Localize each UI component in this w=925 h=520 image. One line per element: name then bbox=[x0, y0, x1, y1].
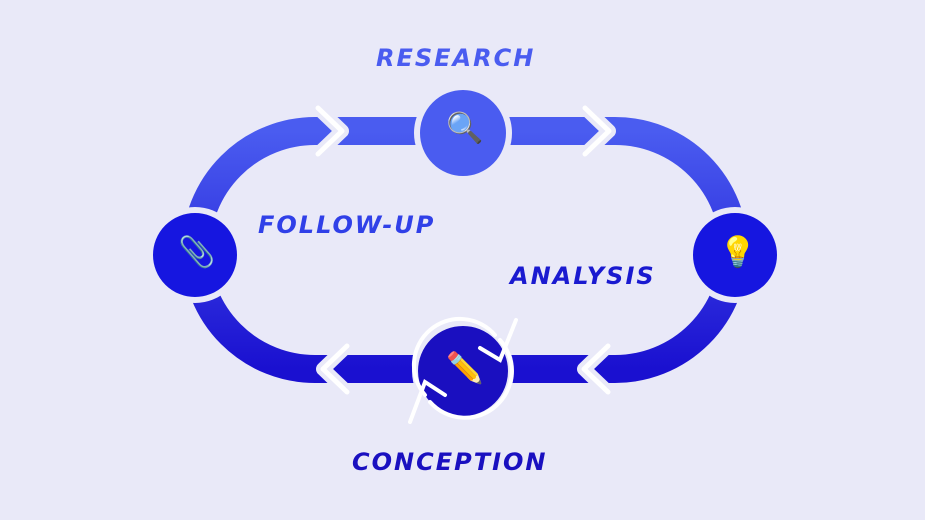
label-follow-up: FOLLOW-UP bbox=[258, 211, 436, 239]
pencil-icon: ✏️ bbox=[446, 351, 484, 386]
refresh-arrows-icon bbox=[408, 316, 518, 424]
research-node bbox=[414, 84, 512, 182]
cycle-loop bbox=[182, 117, 748, 383]
label-research: RESEARCH bbox=[376, 44, 536, 72]
analysis-node bbox=[687, 207, 783, 303]
paperclip-icon: 📎 bbox=[178, 235, 216, 270]
label-conception: CONCEPTION bbox=[352, 448, 548, 476]
magnifying-glass-icon: 🔍 bbox=[446, 111, 484, 146]
label-analysis: ANALYSIS bbox=[510, 262, 656, 290]
follow-up-node bbox=[147, 207, 243, 303]
light-bulb-icon: 💡 bbox=[719, 235, 757, 270]
